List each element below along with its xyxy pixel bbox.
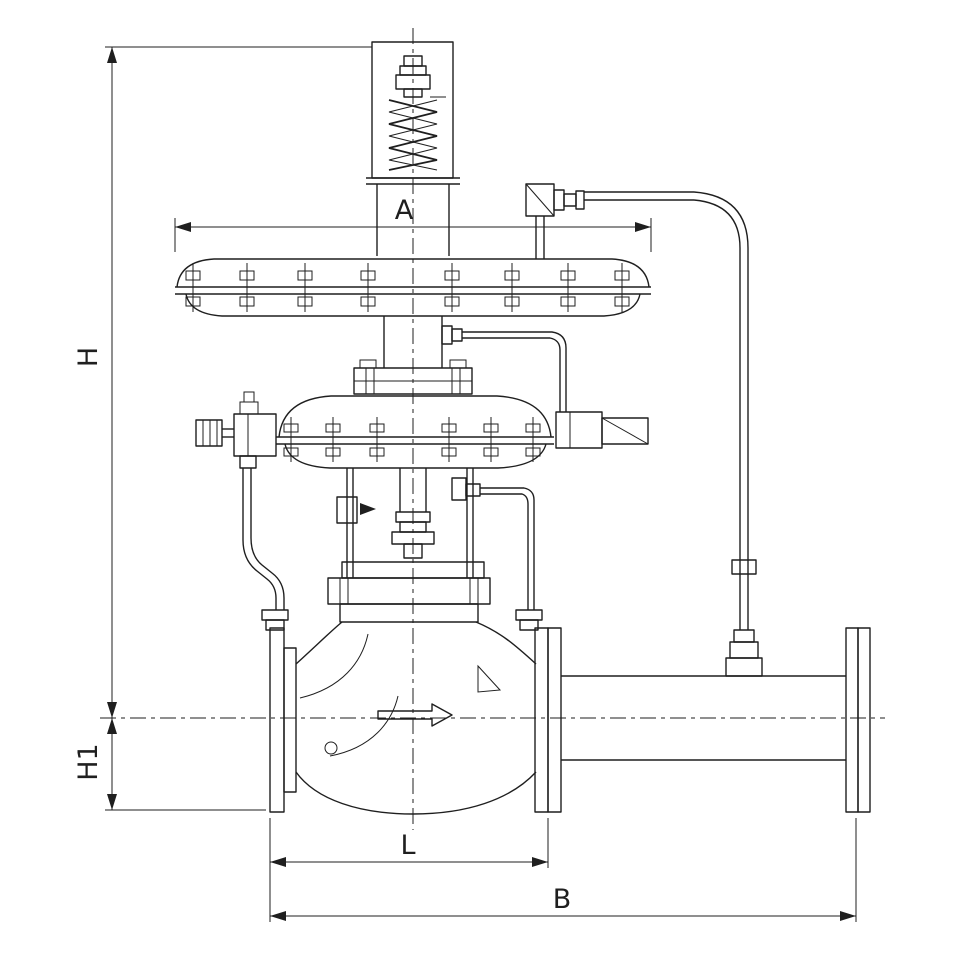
stem-coupling [391,511,435,559]
pilot-adjusting-knob [195,391,277,469]
outlet-tap-tube [451,477,543,631]
valve-body [269,621,562,815]
bonnet [327,577,491,623]
outlet-flange [534,627,549,813]
seat-mark [477,664,502,693]
dim-label-h: H [73,347,104,367]
pipe-end-flange [845,627,859,813]
pilot-right-fitting [555,411,649,449]
dimension-h: H [73,46,372,718]
travel-scale [336,496,358,524]
pilot-regulator [195,359,649,469]
pipe-tap-fitting [725,657,763,677]
dim-label-a: A [395,195,414,226]
dim-label-l: L [400,830,415,861]
travel-pointer-icon [360,503,376,515]
actuator-stem [376,184,450,256]
dim-label-h1: H1 [73,743,104,780]
flow-direction-arrow-icon [377,703,453,727]
pilot-upper-flange [353,359,473,395]
adjusting-screw [395,55,446,98]
dimension-a: A [174,195,652,252]
downstream-sensing-line [525,183,763,677]
outlet-pipe [561,627,871,813]
drain-boss [324,741,338,755]
pilot-bolts [283,417,541,462]
dimension-h1: H1 [73,718,266,811]
dim-label-b: B [553,884,572,915]
inlet-flange [269,627,285,813]
spring-housing [366,41,460,185]
dimension-l: L [269,818,549,922]
centerlines [100,28,885,830]
spring-coil [388,99,438,171]
pilot-feedback-tube [441,325,567,412]
dimension-b: B [270,818,857,922]
union-nut [731,559,757,575]
actuator-bolts [185,263,630,312]
valve-yoke [336,468,485,579]
inlet-tap-tube [242,468,289,631]
